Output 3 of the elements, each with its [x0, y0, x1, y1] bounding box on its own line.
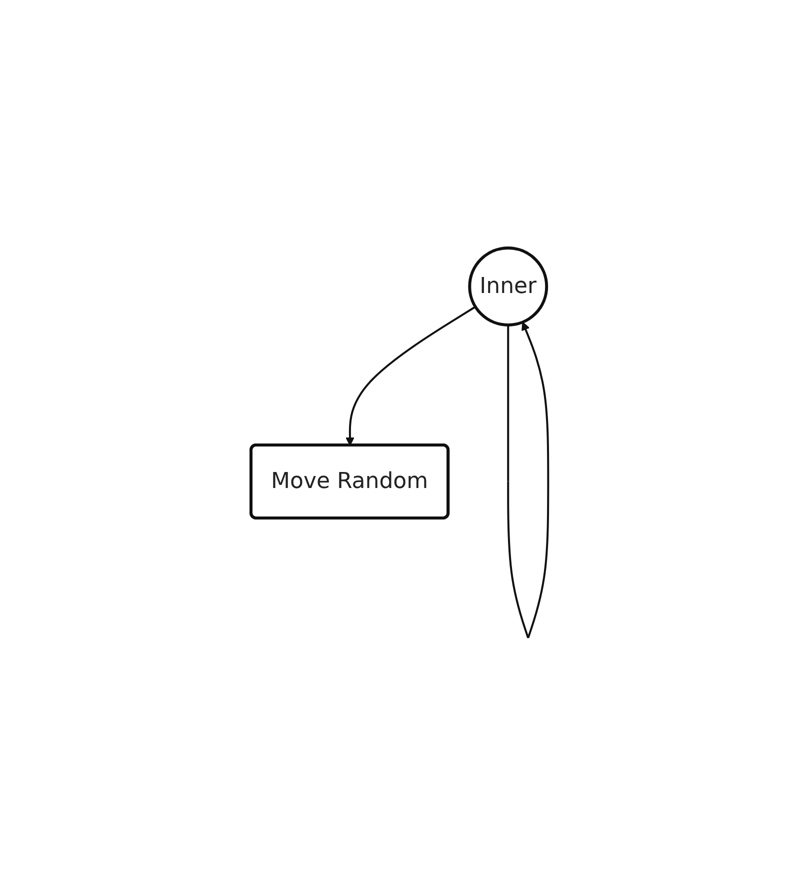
arrow [508, 322, 550, 639]
arrow [346, 306, 476, 446]
node-circle: Inner [468, 246, 548, 327]
